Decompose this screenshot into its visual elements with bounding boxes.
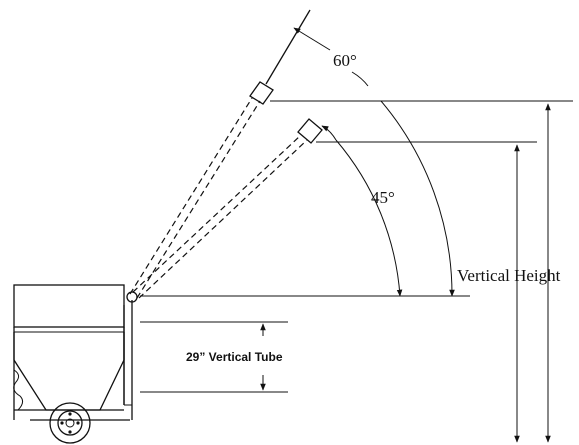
boom-60-degrees — [129, 9, 311, 299]
angle-arcs — [293, 27, 455, 297]
angle-45-label: 45° — [371, 188, 395, 207]
vertical-height-label: Vertical Height — [457, 266, 561, 285]
vertical-height-dimensions — [514, 103, 551, 443]
vertical-tube-label: 29” Vertical Tube — [186, 350, 283, 364]
wheel — [49, 402, 91, 444]
reference-lines — [140, 100, 573, 393]
hopper-cart — [13, 284, 138, 421]
boom-45-degrees — [132, 118, 323, 299]
angle-60-label: 60° — [333, 51, 357, 70]
